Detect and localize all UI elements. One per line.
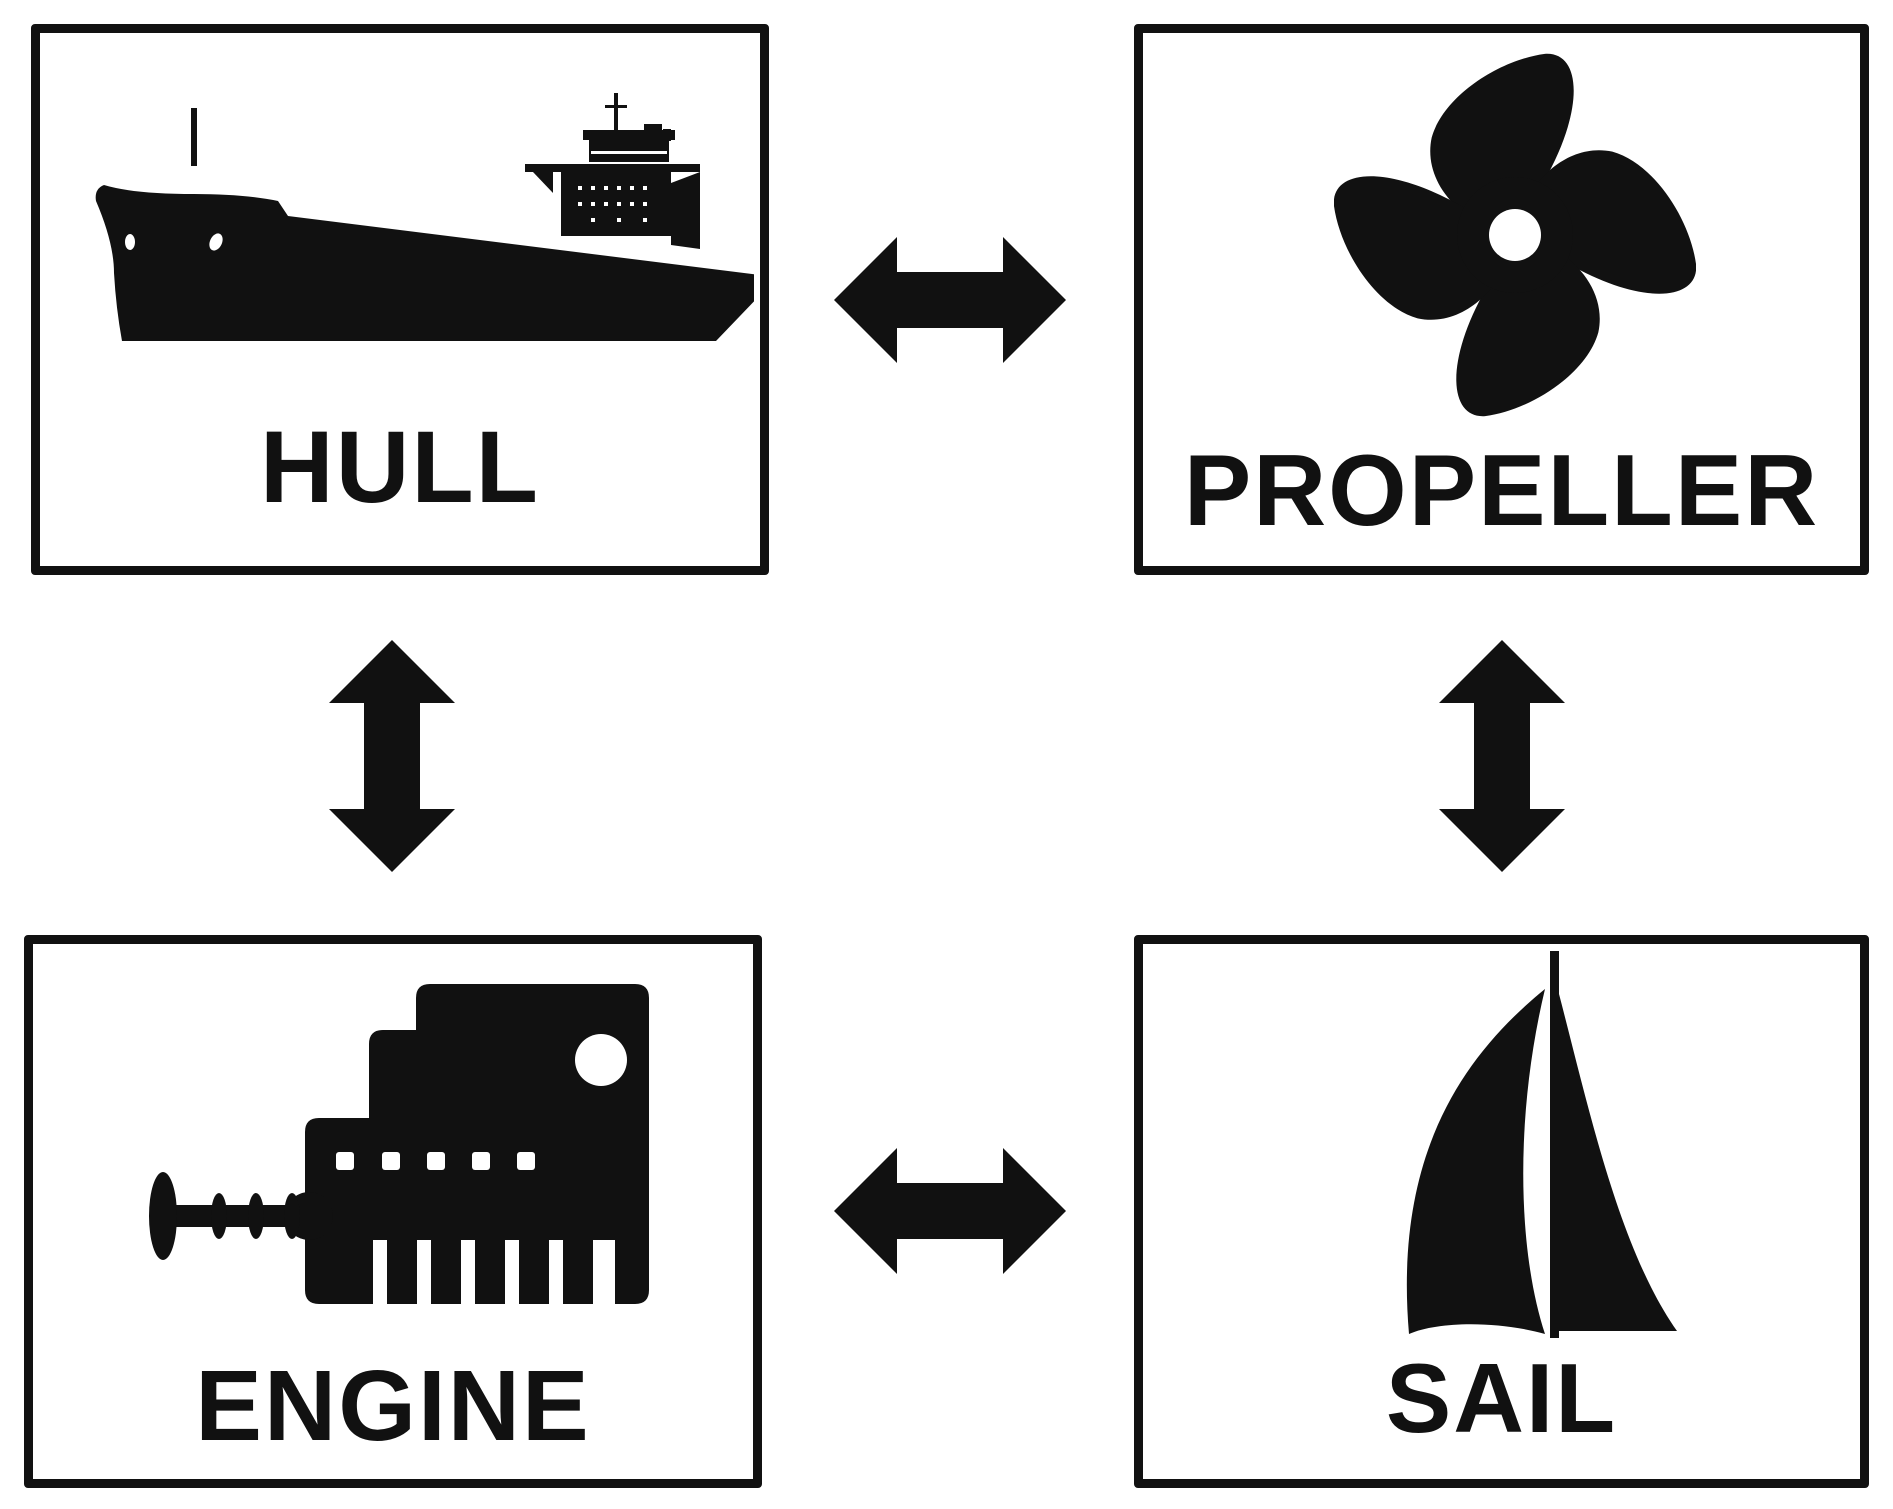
hull-propeller-arrow — [834, 237, 1066, 363]
hull-box: HULL — [31, 24, 769, 575]
engine-icon — [149, 984, 649, 1304]
engine-label: ENGINE — [195, 1350, 591, 1462]
propeller-icon — [1334, 53, 1696, 417]
sail-label: SAIL — [1385, 1343, 1618, 1453]
hull-label: HULL — [260, 410, 540, 524]
propeller-label: PROPELLER — [1183, 435, 1820, 547]
engine-sail-arrow — [834, 1148, 1066, 1274]
propeller-sail-arrow — [1439, 640, 1565, 872]
propeller-box: PROPELLER — [1134, 24, 1869, 575]
sailboat-icon — [1406, 951, 1677, 1338]
hull-engine-arrow — [329, 640, 455, 872]
engine-box: ENGINE — [24, 935, 762, 1488]
ship-icon — [95, 93, 754, 341]
sail-box: SAIL — [1134, 935, 1869, 1488]
